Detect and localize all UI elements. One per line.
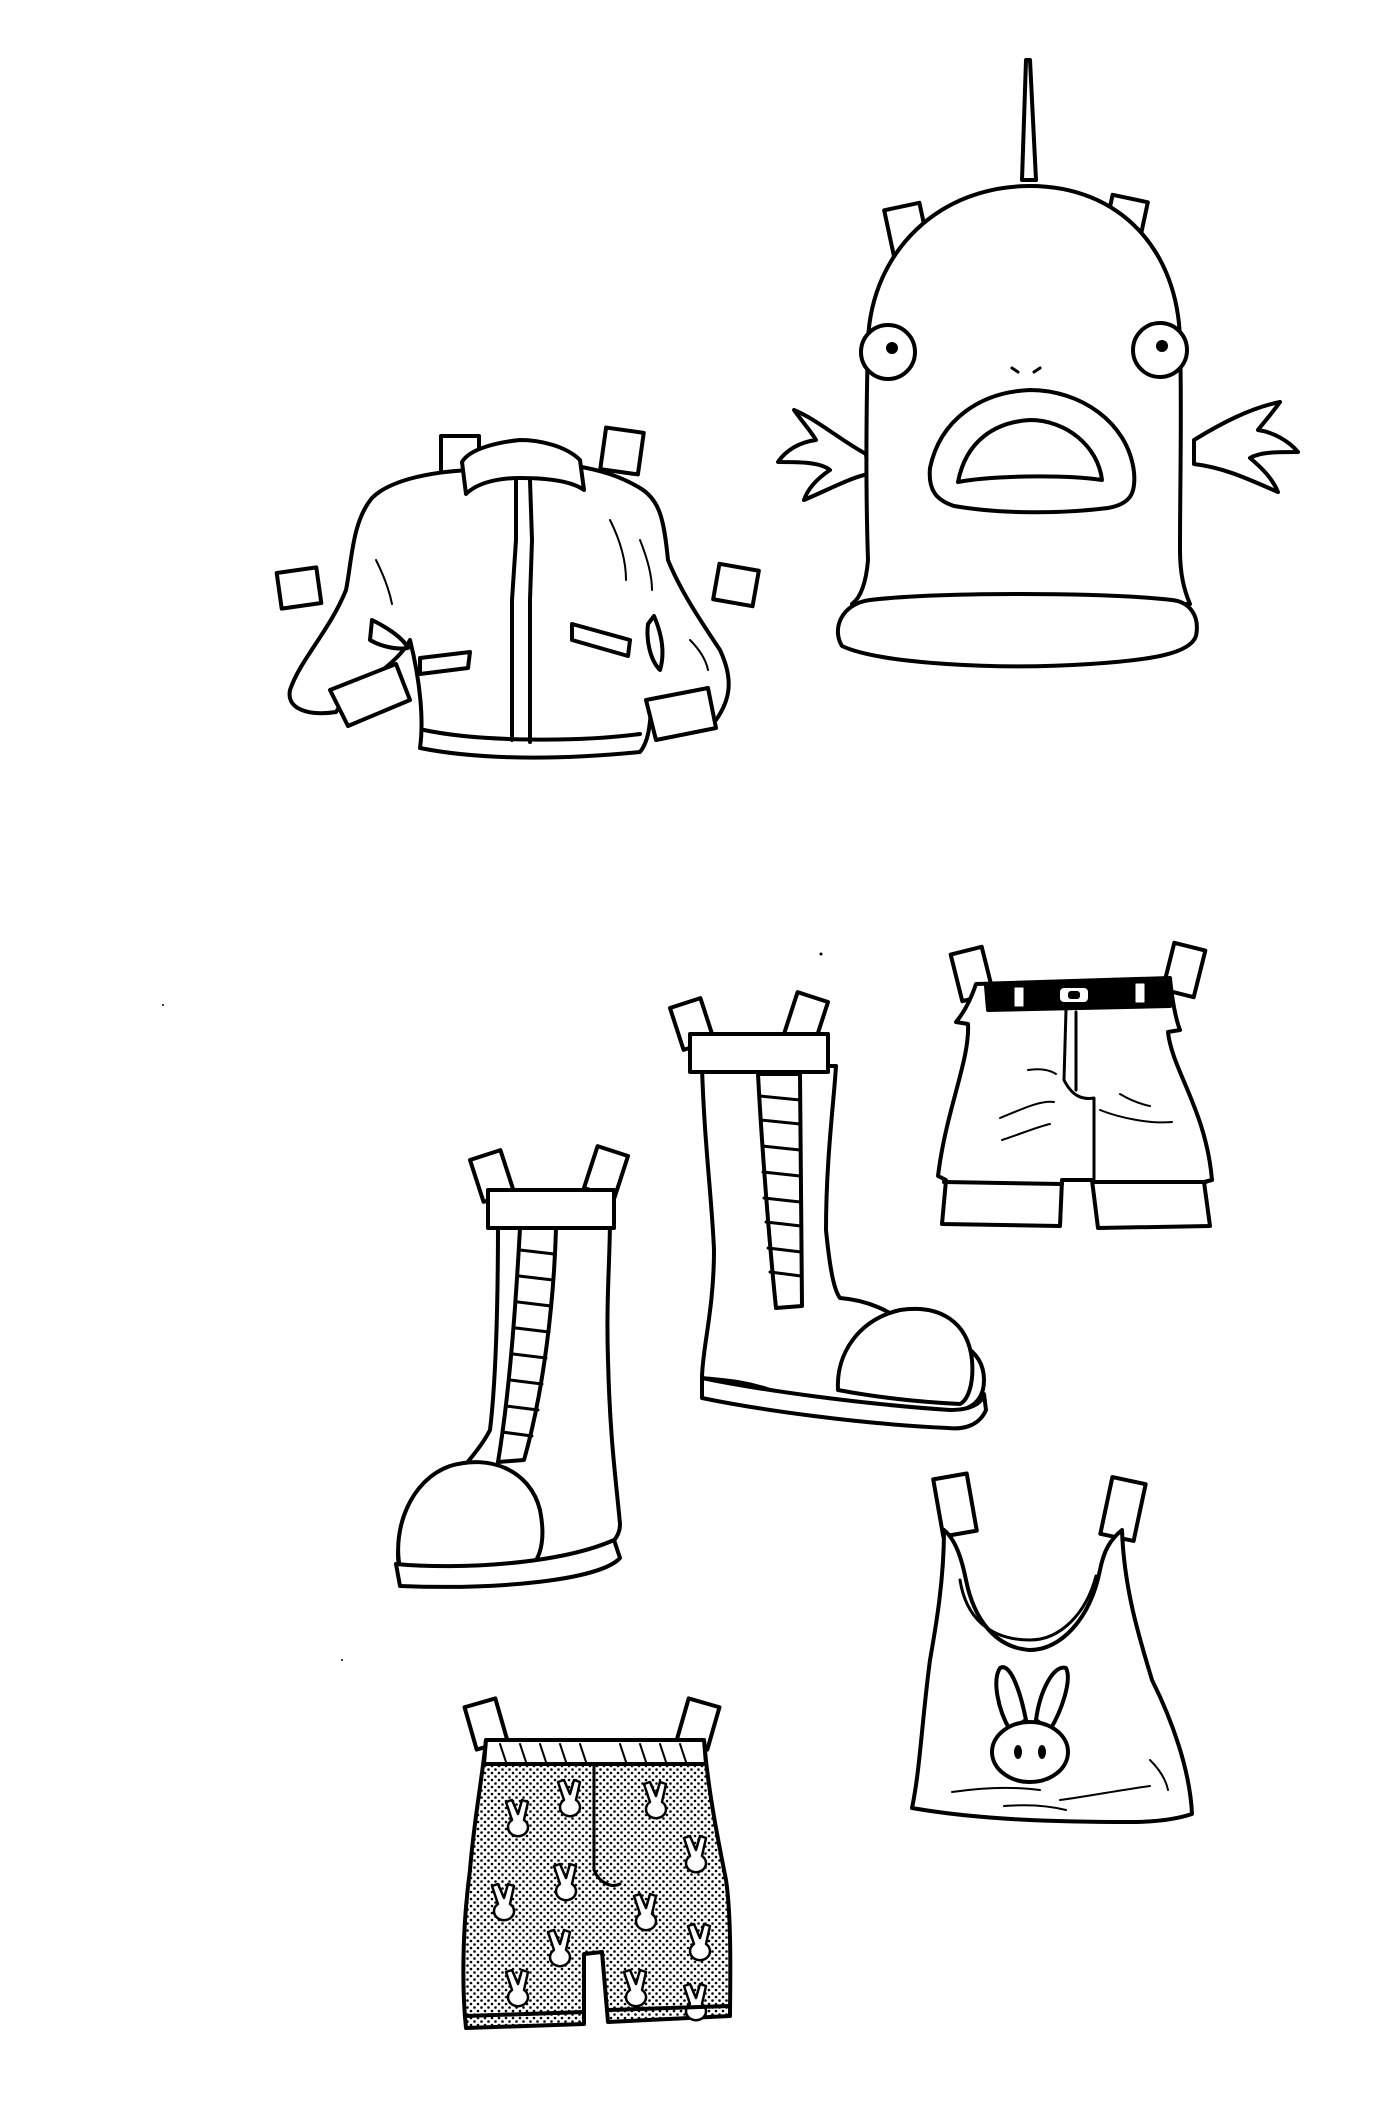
jacket-cuff-right — [646, 688, 716, 740]
print-shorts-bunny-motifs — [492, 1780, 710, 2020]
right-boot-cutout[interactable] — [670, 992, 986, 1428]
jacket-tab-left-sleeve — [277, 567, 322, 608]
shorts-belt-loop-left — [1015, 988, 1023, 1006]
bunny-motif — [554, 1864, 576, 1900]
fish-nostrils — [1012, 368, 1040, 372]
left-boot-lace-lines — [502, 1250, 554, 1436]
print-shorts-waistband-lines — [500, 1744, 686, 1762]
left-boot-cuff — [488, 1190, 614, 1228]
jacket-arm-gap-left — [370, 620, 408, 649]
tank-top-bunny-head — [992, 1722, 1068, 1782]
fish-mouth-inner — [958, 420, 1102, 482]
shorts-buckle-hole — [1068, 991, 1080, 999]
tank-top-wrinkles — [952, 1760, 1168, 1810]
jacket-wrinkles — [376, 520, 708, 670]
jacket-zipper — [512, 480, 532, 742]
fish-fin-left — [778, 410, 868, 500]
jacket-tab-right — [600, 428, 643, 475]
right-boot-cuff — [690, 1034, 828, 1072]
scan-speck — [819, 952, 823, 956]
left-boot-sole — [396, 1540, 620, 1587]
bunny-motif — [684, 1836, 706, 1872]
jacket-cuff-left — [330, 664, 410, 726]
bunny-motif — [624, 1970, 646, 2006]
bunny-motif — [492, 1884, 514, 1920]
jacket-pocket-right — [572, 624, 630, 656]
fish-pupil-right — [1156, 340, 1168, 352]
jacket-hem — [424, 730, 640, 740]
shorts-belt-loop-right — [1136, 984, 1144, 1002]
right-boot-sole — [702, 1378, 986, 1428]
bunny-motif — [634, 1894, 656, 1930]
bunny-tank-top-cutout[interactable] — [912, 1473, 1192, 1822]
scan-speck — [341, 1659, 343, 1661]
left-boot-cutout[interactable] — [396, 1146, 628, 1587]
jacket-cutout[interactable] — [277, 428, 759, 758]
tank-top-bunny-eye-left — [1014, 1745, 1022, 1759]
bunny-motif — [688, 1924, 710, 1960]
bunny-motif — [506, 1970, 528, 2006]
shorts-tab-right — [1163, 943, 1206, 997]
fish-collar — [838, 594, 1197, 666]
tank-top-bunny-ear-right — [1036, 1668, 1068, 1730]
tank-top-bunny-ear-left — [996, 1667, 1026, 1730]
shorts-cuff-line — [944, 1182, 1206, 1184]
fish-fin-right — [1194, 402, 1298, 492]
print-shorts-waistband — [484, 1740, 706, 1764]
tank-top-bunny-eye-right — [1038, 1745, 1046, 1759]
bunny-motif — [548, 1930, 570, 1966]
bunny-print-shorts-cutout[interactable] — [463, 1698, 730, 2028]
scan-speck — [162, 1004, 164, 1006]
print-shorts-hem — [466, 2006, 730, 2016]
fish-pupil-left — [886, 342, 898, 354]
left-boot-laces — [498, 1228, 556, 1462]
bunny-motif — [558, 1780, 580, 1816]
jacket-arm-gap-right — [648, 616, 663, 670]
print-shorts-fly — [594, 1764, 620, 1885]
shorts-body — [938, 978, 1212, 1228]
right-boot-lace-lines — [760, 1096, 801, 1276]
fish-antenna — [1022, 60, 1036, 180]
jacket-collar — [462, 440, 584, 494]
shorts-wrinkles — [1000, 1069, 1172, 1140]
jacket-tab-right-sleeve — [713, 564, 759, 606]
shorts-fly — [1064, 1010, 1094, 1180]
tank-top-strap-tab-left — [933, 1473, 977, 1536]
right-boot-toe-cap — [838, 1309, 973, 1404]
bunny-motif — [684, 1984, 706, 2020]
fish-costume-cutout[interactable] — [778, 60, 1298, 666]
bunny-motif — [506, 1800, 528, 1836]
bunny-motif — [644, 1782, 666, 1818]
belted-shorts-cutout[interactable] — [938, 943, 1212, 1228]
tank-top-neckline — [960, 1576, 1096, 1640]
jacket-pocket-left — [420, 652, 470, 674]
